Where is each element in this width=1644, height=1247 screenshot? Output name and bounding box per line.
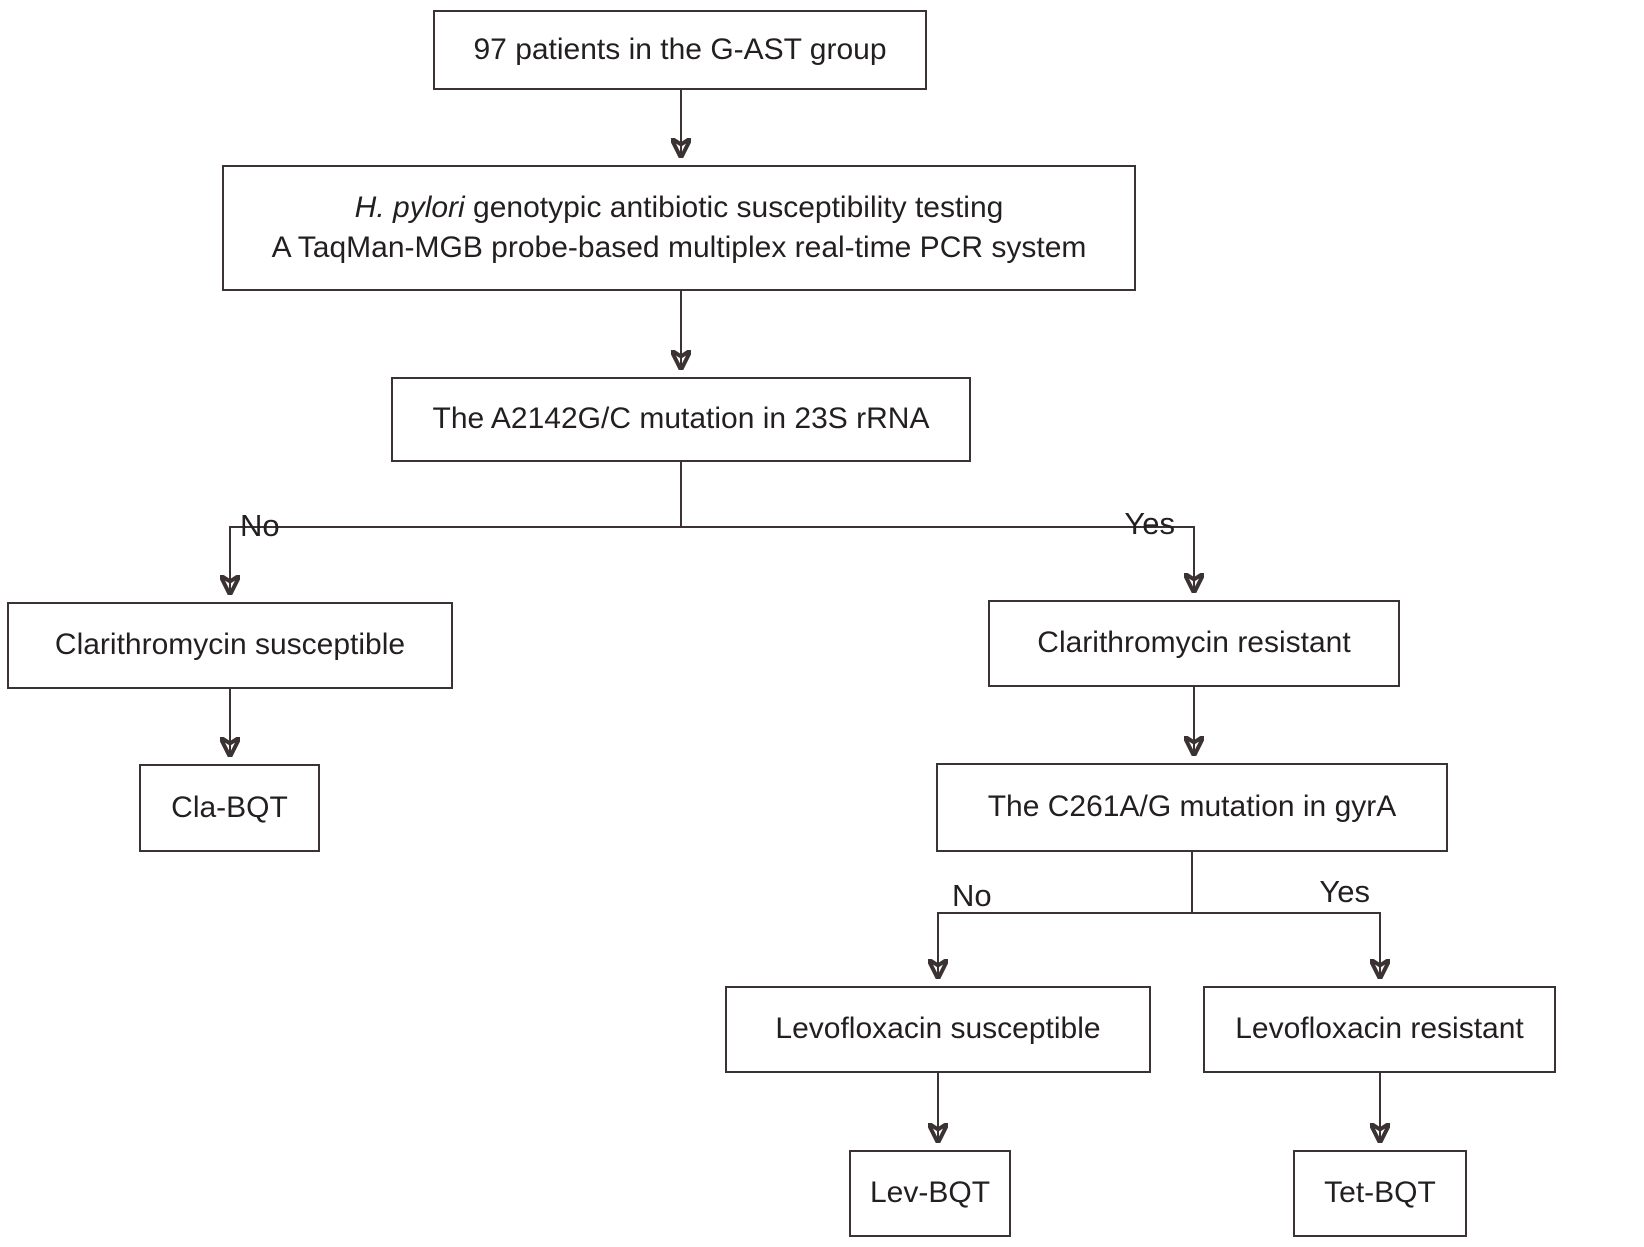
node-lev-bqt-label: Lev-BQT: [869, 1176, 991, 1210]
node-tet-bqt-label: Tet-BQT: [1324, 1176, 1436, 1210]
node-levofloxacin-resistant-label: Levofloxacin resistant: [1235, 1012, 1524, 1046]
node-23s-rrna-mutation-label: The A2142G/C mutation in 23S rRNA: [432, 402, 930, 436]
node-genotypic-testing-line1-rest: genotypic antibiotic susceptibility test…: [464, 190, 1004, 224]
node-levofloxacin-resistant: Levofloxacin resistant: [1203, 986, 1556, 1073]
node-genotypic-testing-line2: A TaqMan-MGB probe-based multiplex real-…: [271, 231, 1087, 264]
branch-gyra-yes-connector: [1192, 912, 1380, 977]
node-gast-group: 97 patients in the G-AST group: [433, 10, 927, 90]
branch-label-23s-yes: Yes: [1124, 506, 1175, 541]
node-cla-bqt: Cla-BQT: [139, 764, 320, 852]
node-clarithromycin-resistant: Clarithromycin resistant: [988, 600, 1400, 687]
node-tet-bqt: Tet-BQT: [1293, 1150, 1467, 1237]
node-clarithromycin-susceptible-label: Clarithromycin susceptible: [54, 628, 406, 662]
branch-gyra-no-connector: [938, 852, 1193, 977]
node-gyra-mutation-label: The C261A/G mutation in gyrA: [987, 790, 1397, 824]
branch-23s-yes-connector: [681, 526, 1194, 591]
branch-label-23s-no: No: [240, 508, 280, 543]
branch-23s-no-connector: [230, 462, 682, 593]
node-clarithromycin-susceptible: Clarithromycin susceptible: [7, 602, 453, 689]
branch-label-gyra-yes: Yes: [1319, 874, 1370, 909]
node-gast-group-label: 97 patients in the G-AST group: [473, 32, 887, 66]
branch-label-gyra-no: No: [952, 878, 992, 913]
node-gyra-mutation: The C261A/G mutation in gyrA: [936, 763, 1448, 852]
node-lev-bqt: Lev-BQT: [849, 1150, 1011, 1237]
node-genotypic-testing: H. pylori genotypic antibiotic susceptib…: [222, 165, 1136, 291]
node-cla-bqt-label: Cla-BQT: [171, 790, 288, 824]
node-levofloxacin-susceptible: Levofloxacin susceptible: [725, 986, 1151, 1073]
node-genotypic-testing-line1: H. pylori genotypic antibiotic susceptib…: [355, 188, 1004, 229]
node-23s-rrna-mutation: The A2142G/C mutation in 23S rRNA: [391, 377, 971, 462]
node-levofloxacin-susceptible-label: Levofloxacin susceptible: [775, 1012, 1101, 1046]
hpylori-italic-text: H. pylori: [354, 190, 465, 224]
node-clarithromycin-resistant-label: Clarithromycin resistant: [1037, 626, 1351, 660]
